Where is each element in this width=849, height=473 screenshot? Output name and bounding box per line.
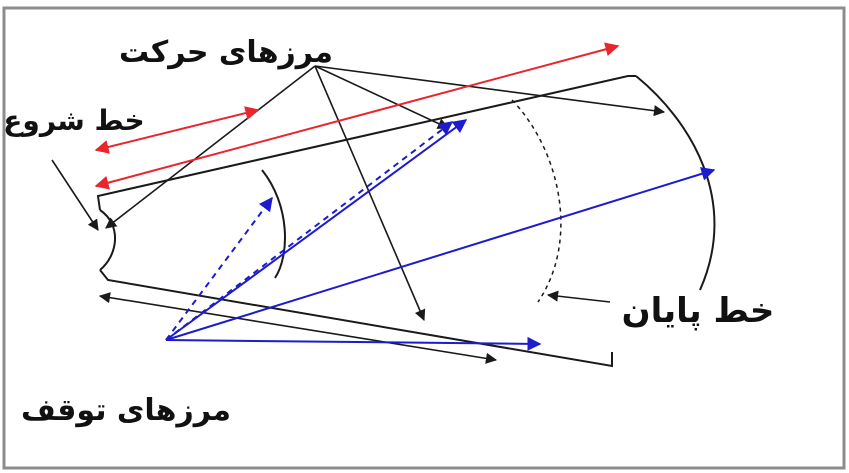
movement-arrow-4 — [314, 65, 426, 322]
blue-solid-arrow-1 — [165, 119, 468, 341]
top-boundary-line — [96, 75, 636, 211]
stop-boundary-double-arrow — [98, 292, 498, 364]
end-line-arrow — [546, 290, 611, 303]
right-end-curve — [635, 75, 716, 291]
start-line-label: خط شروع — [3, 104, 144, 137]
end-line-label: خط پایان — [622, 291, 775, 331]
movement-boundary-arrows — [105, 65, 666, 322]
blue-dashed-arrow-1 — [165, 196, 273, 341]
blue-arrows — [165, 119, 716, 351]
bottom-boundary-line — [99, 269, 613, 368]
red-arrow-2 — [94, 42, 620, 190]
stop-boundaries-label: مرزهای توقف — [21, 393, 231, 428]
start-line-arrow — [51, 159, 99, 231]
start-line-curve — [99, 209, 116, 271]
red-arrows — [94, 42, 620, 190]
movement-arrow-1 — [105, 65, 316, 229]
movement-arrow-3 — [314, 65, 666, 117]
dashed-boundary-curve — [511, 99, 562, 303]
blue-solid-arrow-2 — [165, 167, 716, 341]
movement-boundaries-label: مرزهای حرکت — [119, 35, 333, 70]
blue-solid-arrow-3 — [165, 336, 542, 351]
blue-dashed-arrow-2 — [165, 121, 454, 341]
frame-border — [2, 6, 846, 470]
